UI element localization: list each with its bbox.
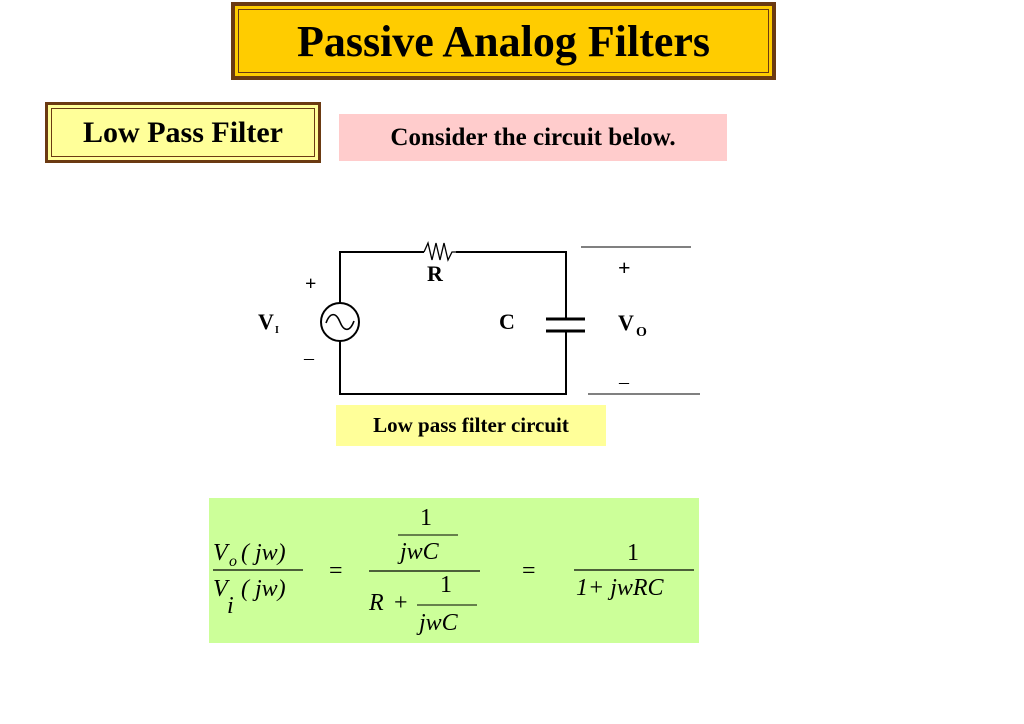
lhs-numerator-sub: o [229,553,237,570]
bottom-wire [339,332,567,395]
lhs-numerator-v: V [213,540,230,566]
output-voltage-subscript: O [636,325,647,340]
circuit-caption-text: Low pass filter circuit [373,413,569,437]
circuit-wires [339,251,567,395]
input-voltage-subscript: I [275,325,279,336]
slide-title: Passive Analog Filters [231,2,776,80]
section-heading-text: Low Pass Filter [83,115,283,149]
transfer-function-equation: V o ( jw) V i ( jw) = 1 jwC R + 1 jwC = … [213,505,694,636]
lhs-denominator-arg: ( jw) [241,576,286,602]
output-minus: – [618,371,630,393]
circuit-caption: Low pass filter circuit [336,405,606,446]
ac-source-symbol [320,302,360,342]
transfer-function-box: V o ( jw) V i ( jw) = 1 jwC R + 1 jwC = … [209,498,699,643]
input-voltage-label: V [258,309,274,334]
mid-denominator-jwc: jwC [416,610,459,636]
mid-numerator-one: 1 [420,505,432,531]
top-wire-left [339,251,424,304]
input-minus: – [303,347,315,369]
slide-title-text: Passive Analog Filters [296,16,711,66]
lhs-denominator-v: V [213,576,230,602]
capacitor-symbol [546,317,585,333]
resistor-symbol [423,240,456,262]
input-plus: + [305,273,316,295]
section-heading: Low Pass Filter [45,102,321,163]
lhs-numerator-arg: ( jw) [241,540,286,566]
equals-sign-2: = [522,558,536,584]
intro-note-text: Consider the circuit below. [390,123,676,151]
mid-numerator-jwc: jwC [397,539,440,565]
rhs-denominator: 1+ jwRC [576,575,665,601]
mid-denominator-plus: + [394,590,408,616]
mid-denominator-r: R [368,590,384,616]
intro-note: Consider the circuit below. [339,114,727,161]
resistor-label: R [427,261,444,286]
rhs-numerator: 1 [627,540,639,566]
equals-sign-1: = [329,558,343,584]
output-voltage-label: V [618,310,634,335]
top-wire-right [456,251,567,318]
mid-denominator-one: 1 [440,572,452,598]
capacitor-label: C [499,309,515,334]
output-plus: + [618,255,631,280]
lhs-denominator-sub: i [227,593,234,619]
